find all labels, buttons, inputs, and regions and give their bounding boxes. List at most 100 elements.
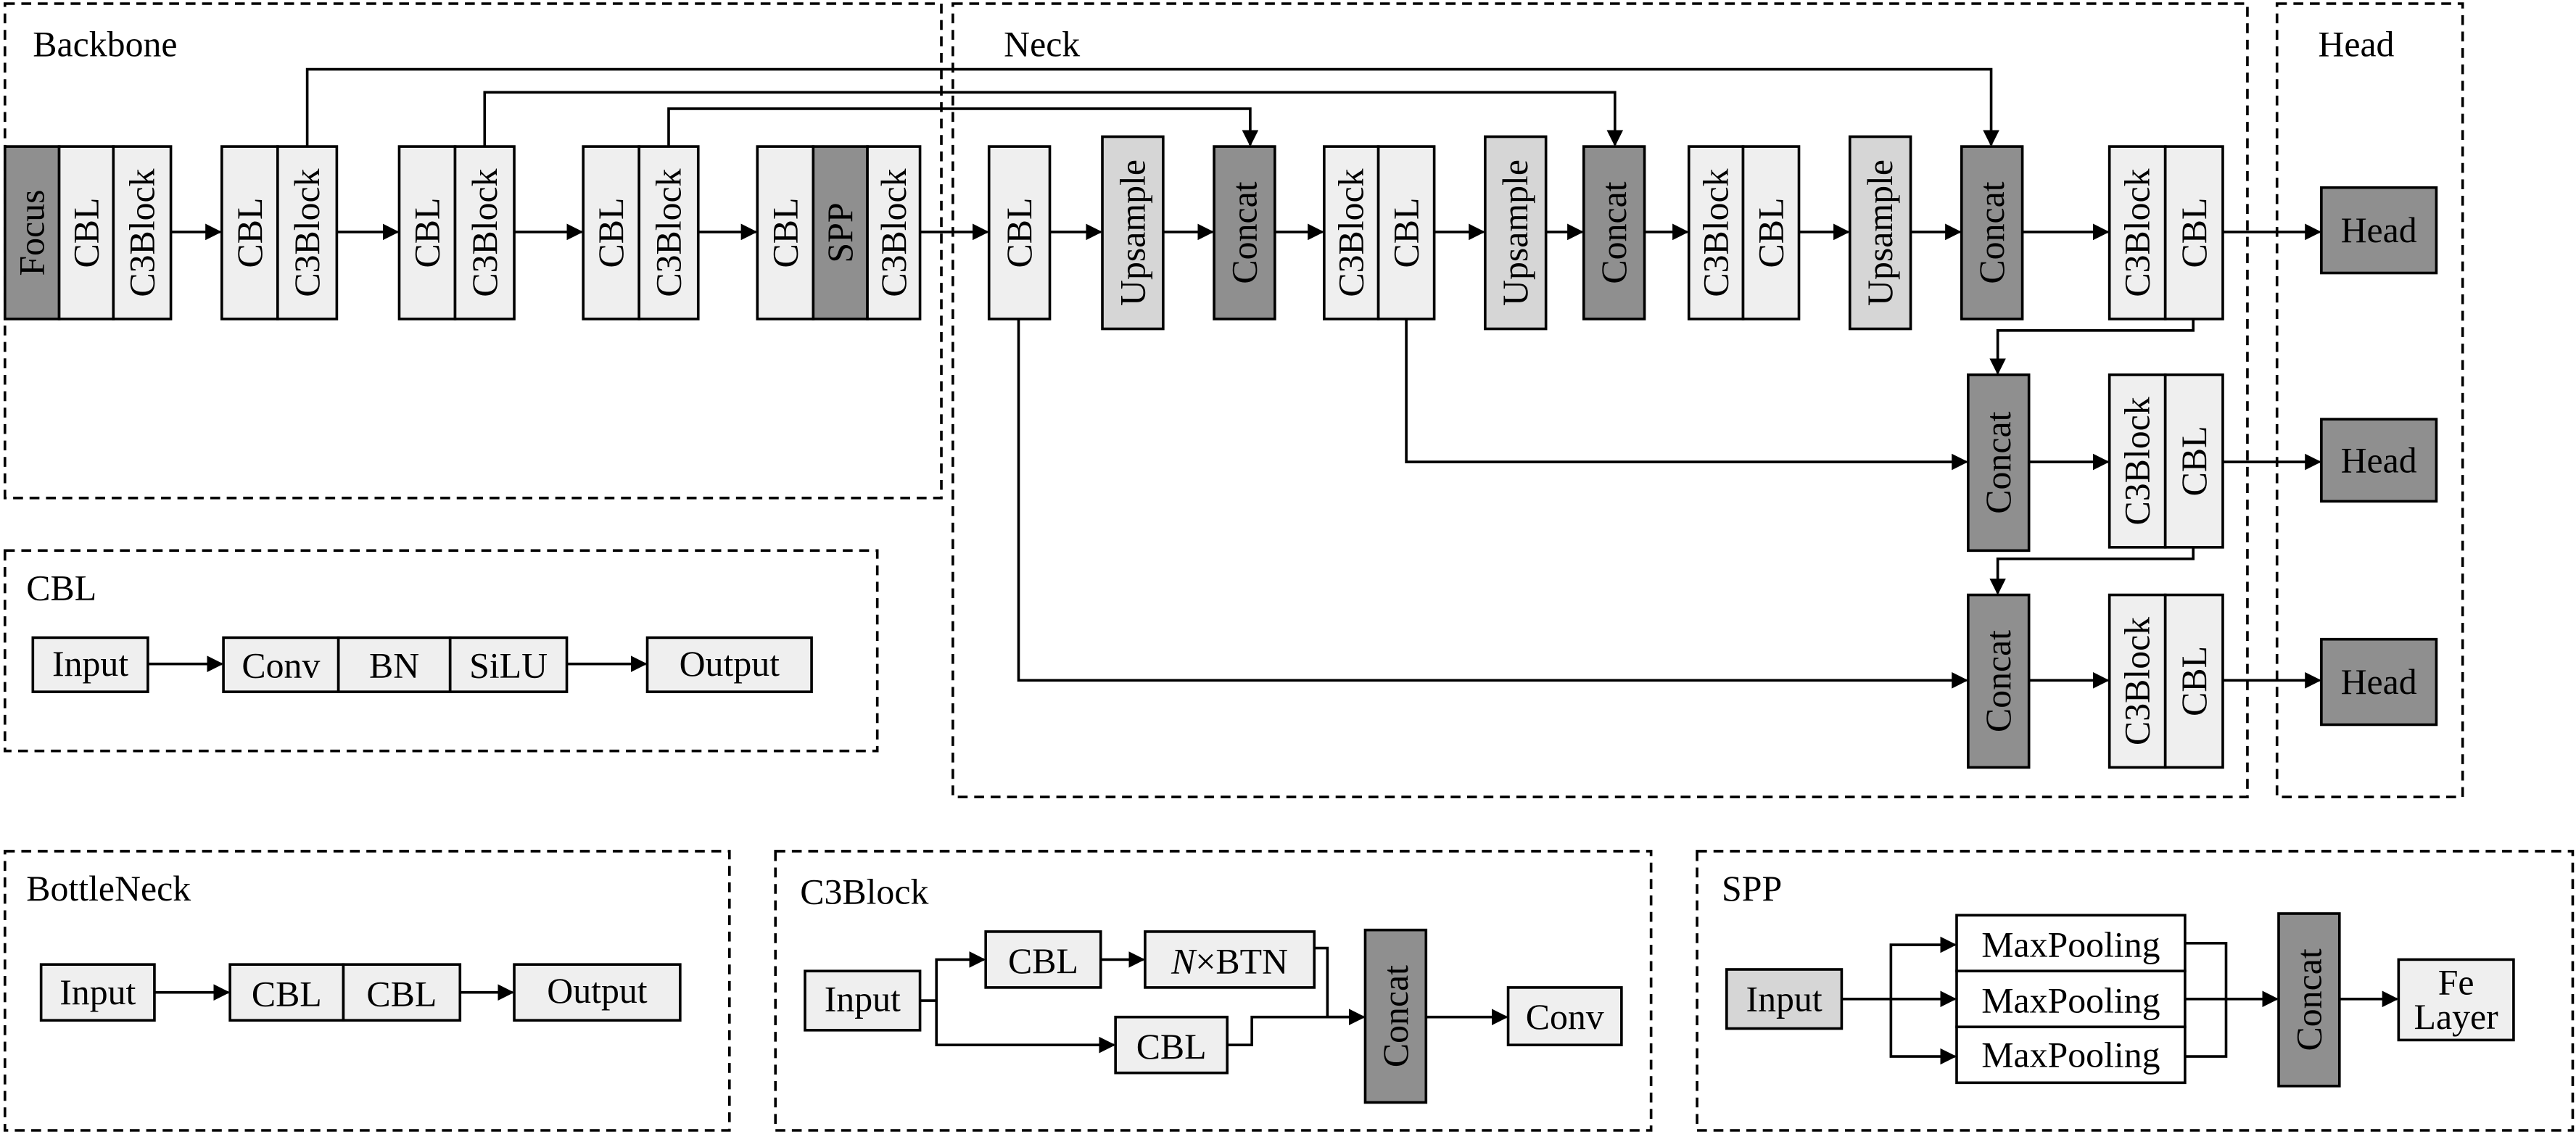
cbl-legend-bn <box>337 636 452 693</box>
head-block-1 <box>2320 186 2438 275</box>
neck-cbl-label-3: CBL <box>1751 198 1791 268</box>
spp-legend-maxpool-label-1: MaxPooling <box>1981 925 2160 965</box>
cbl-label-3: CBL <box>407 198 447 268</box>
concat-label-5: Concat <box>1978 630 2018 732</box>
neck-cbl-label-1: CBL <box>999 198 1039 268</box>
neck-c3block-5 <box>2108 593 2167 769</box>
spp-block <box>812 145 869 320</box>
concat-block-5 <box>1967 593 2031 769</box>
concat-label-2: Concat <box>1594 181 1634 284</box>
spp-legend-maxpool-2 <box>1955 969 2187 1029</box>
neck-c3block-3 <box>2108 145 2167 320</box>
c3block-legend-frame <box>774 850 1653 1132</box>
c3block-label-5: C3Block <box>874 168 914 297</box>
upsample-block-2 <box>1484 135 1548 331</box>
cbl-legend-output <box>645 636 813 693</box>
neck-title: Neck <box>1004 24 1080 64</box>
bottleneck-legend-cbl-1 <box>228 963 345 1022</box>
focus-label: Focus <box>12 189 52 276</box>
neck-cbl-5 <box>2163 373 2224 549</box>
spp-legend-maxpool-label-2: MaxPooling <box>1981 981 2160 1021</box>
head-label-3: Head <box>2341 662 2417 702</box>
spp-legend-maxpool-label-3: MaxPooling <box>1981 1035 2160 1075</box>
head-frame <box>2275 2 2464 798</box>
upsample-label-1: Upsample <box>1112 160 1152 306</box>
bottleneck-legend-cbl-label-2: CBL <box>366 974 437 1014</box>
neck-c3block-2 <box>1687 145 1745 320</box>
spp-legend-frame <box>1696 850 2575 1132</box>
cbl-legend-input-label: Input <box>52 644 128 684</box>
cbl-label-4: CBL <box>591 198 631 268</box>
spp-label: SPP <box>820 202 860 262</box>
bottleneck-legend-output-label: Output <box>547 971 648 1011</box>
bottleneck-legend-cbl-2 <box>342 963 462 1022</box>
spp-legend-concat <box>2277 912 2341 1088</box>
c3block-label-1: C3Block <box>122 168 162 297</box>
spp-legend-maxpool-3 <box>1955 1025 2187 1085</box>
backbone-title: Backbone <box>33 24 177 64</box>
c3block-legend-cbl-label-1: CBL <box>1008 941 1078 981</box>
neck-frame <box>951 2 2249 798</box>
c3block-legend-conv-label: Conv <box>1526 997 1604 1037</box>
cbl-legend-conv-label: Conv <box>242 645 320 685</box>
c3block-legend-concat <box>1363 928 1428 1104</box>
bottleneck-legend-input-label: Input <box>59 972 136 1012</box>
c3block-label-2: C3Block <box>287 168 327 297</box>
c3block-block-4 <box>637 145 700 320</box>
upsample-label-2: Upsample <box>1495 160 1535 306</box>
concat-block-4 <box>1967 373 2031 552</box>
spp-legend-concat-label: Concat <box>2289 948 2329 1051</box>
spp-legend-maxpool-1 <box>1955 914 2187 973</box>
c3block-label-4: C3Block <box>648 168 688 297</box>
neck-c3block-label-3: C3Block <box>2118 168 2158 297</box>
upsample-label-3: Upsample <box>1860 160 1900 306</box>
concat-block-3 <box>1960 145 2024 320</box>
spp-legend-title: SPP <box>1722 869 1782 909</box>
neck-cbl-label-5: CBL <box>2174 426 2214 496</box>
cbl-legend-bn-label: BN <box>369 645 419 685</box>
cbl-label-1: CBL <box>66 198 106 268</box>
c3block-legend-input-label: Input <box>825 979 901 1019</box>
concat-block-2 <box>1582 145 1646 320</box>
neck-cbl-label-2: CBL <box>1387 198 1427 268</box>
c3block-legend-cbl-label-2: CBL <box>1136 1027 1207 1067</box>
cbl-label-5: CBL <box>765 198 805 268</box>
spp-legend-fe-layer <box>2397 958 2515 1042</box>
head-label-2: Head <box>2341 440 2417 480</box>
c3block-label-3: C3Block <box>465 168 505 297</box>
cbl-label-2: CBL <box>230 198 270 268</box>
c3block-legend-conv <box>1506 986 1623 1047</box>
cbl-legend-output-label: Output <box>680 644 780 684</box>
bottleneck-legend-cbl-label-1: CBL <box>252 974 322 1014</box>
cbl-legend-conv <box>222 636 340 693</box>
bottleneck-legend-frame <box>3 850 731 1132</box>
neck-cbl-label-6: CBL <box>2174 646 2214 716</box>
spp-legend-fe-label: Fe <box>2438 963 2474 1003</box>
c3block-legend-title: C3Block <box>800 872 928 911</box>
concat-label-1: Concat <box>1224 181 1264 284</box>
cbl-legend-title: CBL <box>26 568 96 608</box>
neck-cbl-label-4: CBL <box>2174 198 2214 268</box>
cbl-legend-frame <box>3 549 879 753</box>
cbl-legend-input <box>31 636 149 693</box>
neck-cbl-4 <box>2163 145 2224 320</box>
c3block-legend-cbl-2 <box>1114 1015 1229 1075</box>
neck-cbl-3 <box>1741 145 1801 320</box>
spp-legend-layer-label: Layer <box>2414 997 2499 1037</box>
cbl-legend-silu <box>448 636 569 693</box>
c3block-block-1 <box>112 145 173 320</box>
head-block-2 <box>2320 418 2438 503</box>
bottleneck-legend-output <box>513 963 682 1022</box>
head-label-1: Head <box>2341 210 2417 250</box>
neck-c3block-label-2: C3Block <box>1696 168 1736 297</box>
neck-c3block-label-4: C3Block <box>2118 397 2158 525</box>
c3block-legend-btn-suffix: ×BTN <box>1195 941 1288 981</box>
cbl-legend-silu-label: SiLU <box>469 645 548 685</box>
spp-legend-input-label: Input <box>1746 979 1822 1019</box>
c3block-legend-nbtn <box>1144 930 1316 989</box>
concat-label-4: Concat <box>1978 411 2018 513</box>
c3block-legend-n-symbol: N <box>1171 941 1197 981</box>
bottleneck-legend-title: BottleNeck <box>26 869 191 909</box>
neck-c3block-label-1: C3Block <box>1332 168 1371 297</box>
